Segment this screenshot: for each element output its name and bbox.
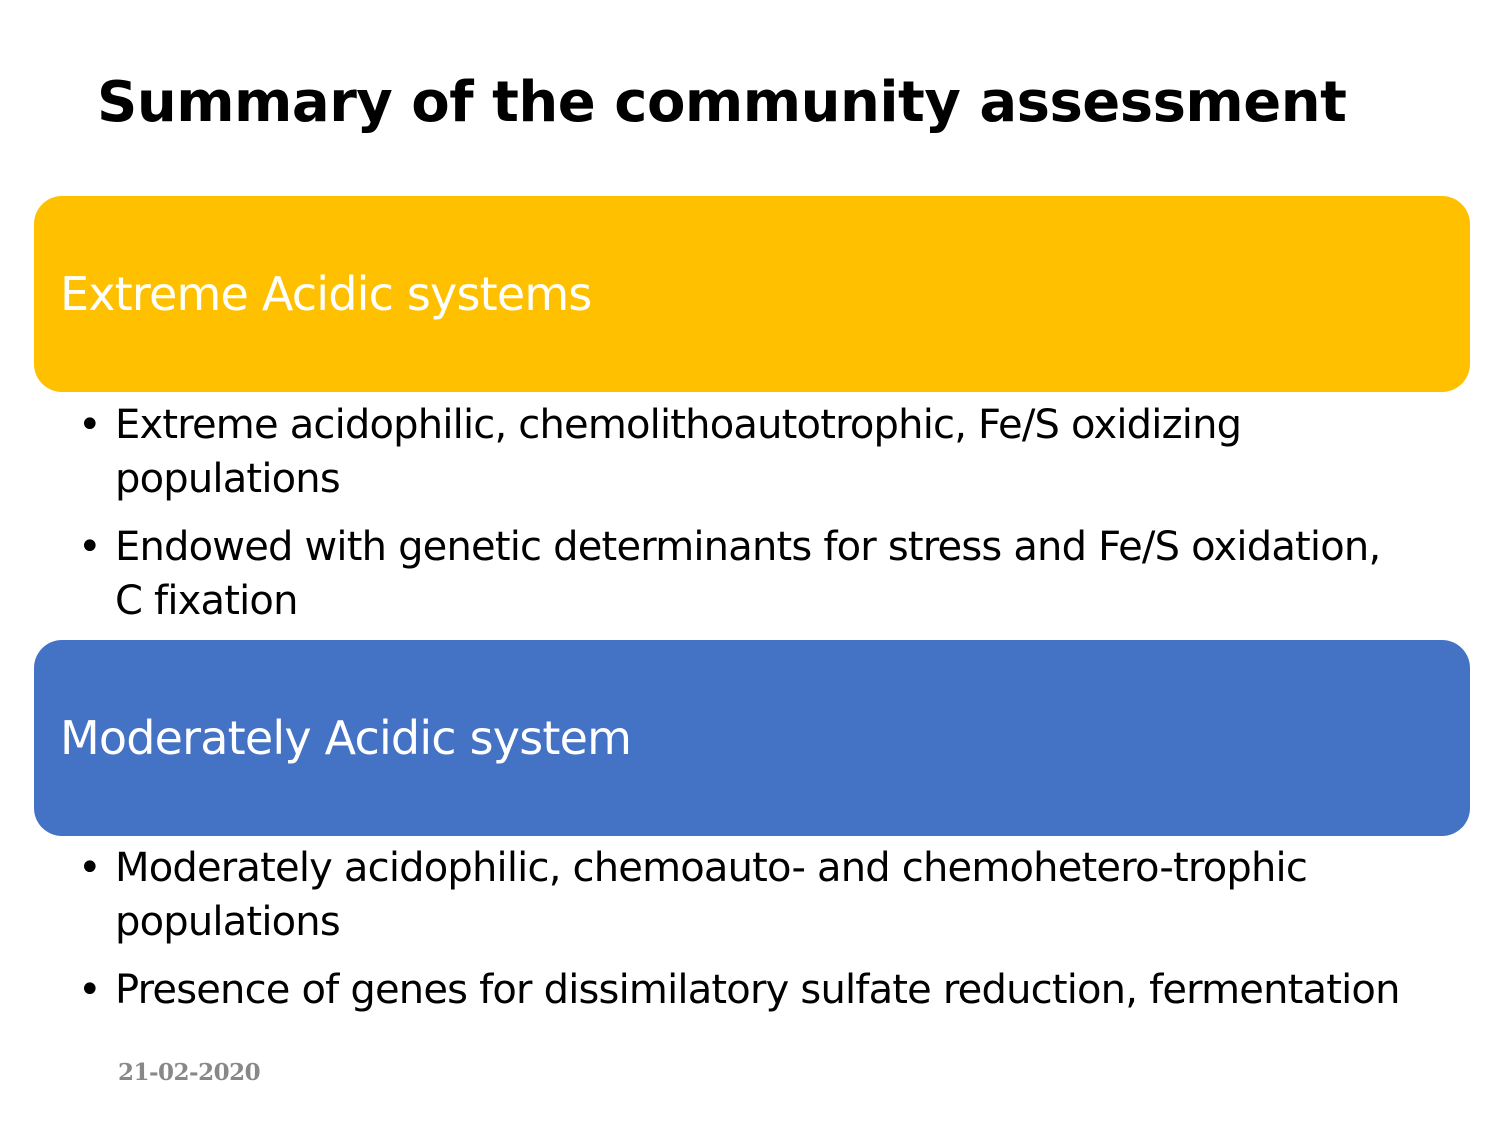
section-heading: Extreme Acidic systems — [60, 267, 592, 321]
bullet-list-extreme-acidic: Extreme acidophilic, chemolithoautotroph… — [78, 398, 1408, 642]
slide-date: 21-02-2020 — [118, 1059, 261, 1086]
section-header-extreme-acidic: Extreme Acidic systems — [34, 196, 1470, 392]
section-header-moderately-acidic: Moderately Acidic system — [34, 640, 1470, 836]
bullet-list-moderately-acidic: Moderately acidophilic, chemoauto- and c… — [78, 841, 1408, 1031]
slide-title: Summary of the community assessment — [97, 70, 1347, 135]
section-heading: Moderately Acidic system — [60, 711, 632, 765]
bullet-item: Moderately acidophilic, chemoauto- and c… — [78, 841, 1408, 949]
bullet-item: Endowed with genetic determinants for st… — [78, 520, 1408, 628]
bullet-item: Extreme acidophilic, chemolithoautotroph… — [78, 398, 1408, 506]
bullet-item: Presence of genes for dissimilatory sulf… — [78, 963, 1408, 1017]
